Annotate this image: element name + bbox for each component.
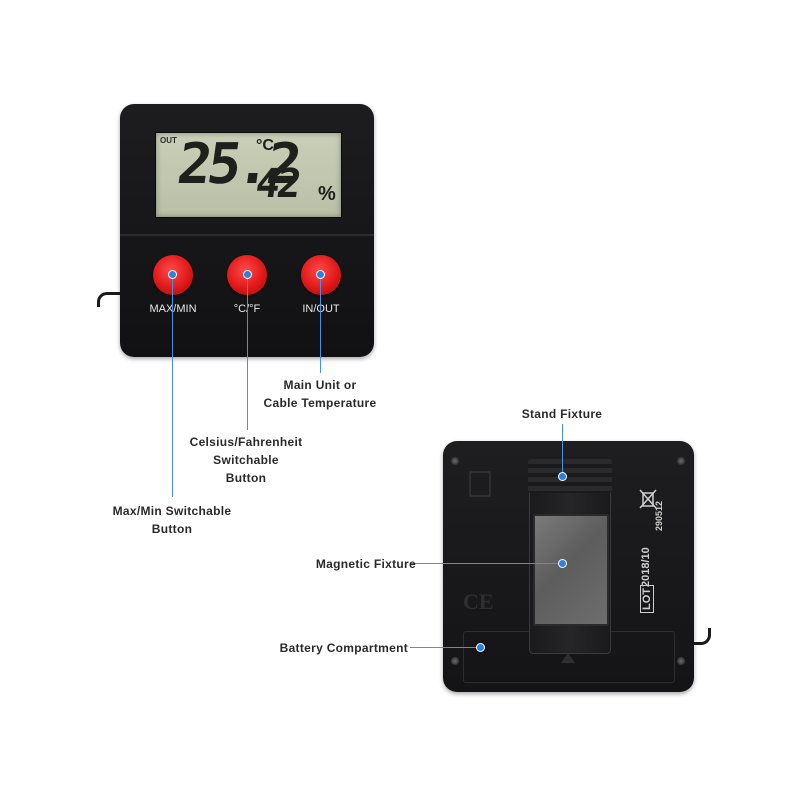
callout-c-f: Celsius/Fahrenheit Switchable Button [166,433,326,487]
callout-dot-stand [559,473,566,480]
callout-line-stand [562,424,563,476]
callout-line-magnet [410,563,562,564]
callout-c-f-line-2: Switchable [213,453,279,467]
callout-c-f-line-1: Celsius/Fahrenheit [189,435,303,449]
screw-icon [677,457,685,465]
ce-mark: CE [463,589,494,614]
callout-dot-max-min [169,271,176,278]
thermometer-back: CE 290512 LOT 2018/10 [443,441,694,692]
case-seam [120,234,374,236]
lot-date: 2018/10 [640,547,652,587]
callout-line-max-min [172,275,173,497]
sensor-cable-back [690,628,711,645]
weee-crossed-bin-icon [639,489,657,509]
product-label: 290512 LOT 2018/10 [638,491,664,621]
callout-dot-battery [477,644,484,651]
max-min-button-label: MAX/MIN [149,303,197,315]
callout-max-min: Max/Min Switchable Button [92,502,252,538]
product-code: 290512 [654,500,664,531]
magnetic-fixture [533,514,609,626]
arrow-up-icon [561,653,575,663]
lcd-temperature-unit: °C [256,137,274,154]
callout-in-out: Main Unit or Cable Temperature [240,376,400,412]
in-out-button-label: IN/OUT [302,303,340,315]
callout-max-min-line-2: Button [151,522,193,536]
screw-icon [451,657,459,665]
lcd-humidity: 42 [252,161,302,207]
callout-line-in-out [320,275,321,373]
sensor-cable-front [97,292,126,307]
callout-battery: Battery Compartment [279,641,408,655]
callout-c-f-line-3: Button [225,471,267,485]
callout-dot-magnet [559,560,566,567]
callout-line-c-f [247,275,248,430]
callout-line-battery [410,647,480,648]
callout-dot-in-out [317,271,324,278]
stand-grip [528,459,612,493]
callout-in-out-line-1: Main Unit or [283,378,357,392]
recycle-bin-icon [469,471,491,497]
callout-stand: Stand Fixture [521,407,603,421]
callout-max-min-line-1: Max/Min Switchable [112,504,232,518]
screw-icon [677,657,685,665]
callout-dot-c-f [244,271,251,278]
lcd-humidity-unit: % [318,183,336,205]
screw-icon [451,457,459,465]
lcd-display: OUT 25.2 °C 42 % [155,132,342,218]
callout-magnet: Magnetic Fixture [315,557,416,571]
callout-in-out-line-2: Cable Temperature [263,396,377,410]
lot-label: LOT [640,585,654,613]
lcd-mode-indicator: OUT [160,136,177,145]
